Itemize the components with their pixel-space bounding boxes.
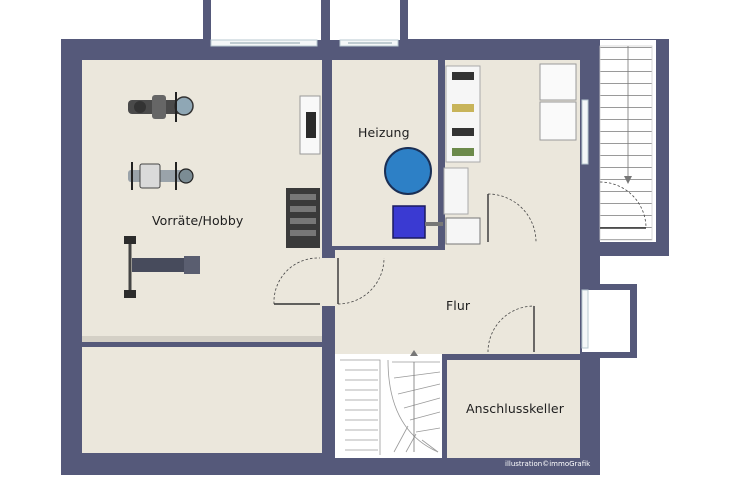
- exercise-bike-icon: [128, 92, 194, 122]
- heating-pipe: [425, 222, 443, 226]
- boiler-icon: [384, 147, 432, 195]
- windows: [210, 39, 589, 349]
- shoe-rack-icon: [445, 65, 481, 163]
- cabinet-icon: [445, 217, 481, 245]
- rowing-machine-icon: [128, 162, 194, 190]
- room-label-vorraete-hobby: Vorräte/Hobby: [152, 213, 244, 228]
- tub-icon: [443, 167, 469, 215]
- dumbbell-rack-icon: [286, 188, 320, 248]
- room-vorraete-hobby: [82, 60, 322, 336]
- doors: [273, 181, 647, 353]
- staircase-icon: [335, 350, 442, 458]
- room-anschlusskeller: [447, 360, 580, 458]
- staircase-upper-right: [599, 45, 653, 241]
- room-label-flur: Flur: [446, 298, 471, 313]
- room-label-heizung: Heizung: [358, 125, 410, 140]
- room-lower-left: [82, 347, 322, 453]
- door-leaves: [274, 194, 646, 352]
- wall-gap-left: [319, 258, 337, 306]
- illustration-credit: illustration©immoGrafik: [505, 460, 591, 468]
- heating-unit-icon: [392, 205, 426, 239]
- dryer-icon: [539, 101, 577, 141]
- sink-icon: [299, 95, 321, 155]
- room-label-anschlusskeller: Anschlusskeller: [466, 401, 564, 416]
- room-flur: [335, 250, 580, 354]
- interior-wall-edges: [82, 336, 322, 342]
- weight-bench-icon: [124, 236, 200, 298]
- washing-machine-icon: [539, 63, 577, 101]
